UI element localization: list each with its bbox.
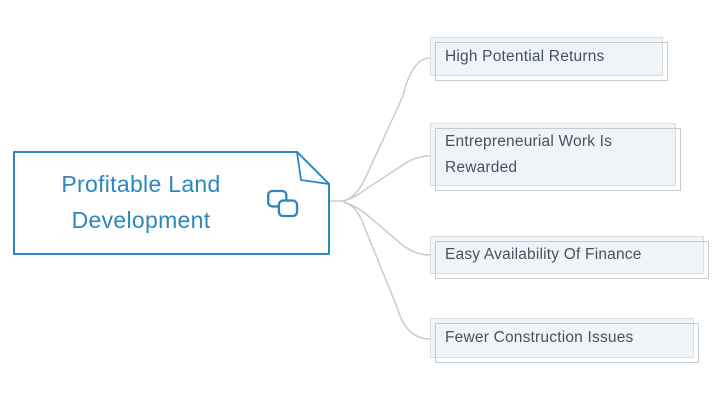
- root-node-fold-corner: [296, 151, 330, 185]
- connector-branch-3: [343, 201, 431, 256]
- branch-label: Entrepreneurial Work Is Rewarded: [445, 132, 613, 176]
- root-node-shape: [13, 151, 330, 255]
- branch-label: High Potential Returns: [445, 47, 605, 65]
- root-node[interactable]: Profitable Land Development: [12, 150, 330, 256]
- link-icon[interactable]: [266, 189, 299, 218]
- connector-branch-1: [343, 57, 431, 202]
- branch-node-entrepreneurial-work-rewarded[interactable]: Entrepreneurial Work Is Rewarded: [430, 123, 681, 191]
- branch-node-high-potential-returns[interactable]: High Potential Returns: [430, 37, 668, 81]
- branch-node-easy-availability-of-finance[interactable]: Easy Availability Of Finance: [430, 236, 709, 279]
- connector-branch-2: [343, 155, 431, 202]
- root-node-label: Profitable Land Development: [61, 171, 221, 233]
- branch-label: Fewer Construction Issues: [445, 329, 634, 346]
- branch-node-fewer-construction-issues[interactable]: Fewer Construction Issues: [430, 318, 699, 363]
- branch-label: Easy Availability Of Finance: [445, 246, 642, 263]
- connector-branch-4: [343, 201, 431, 340]
